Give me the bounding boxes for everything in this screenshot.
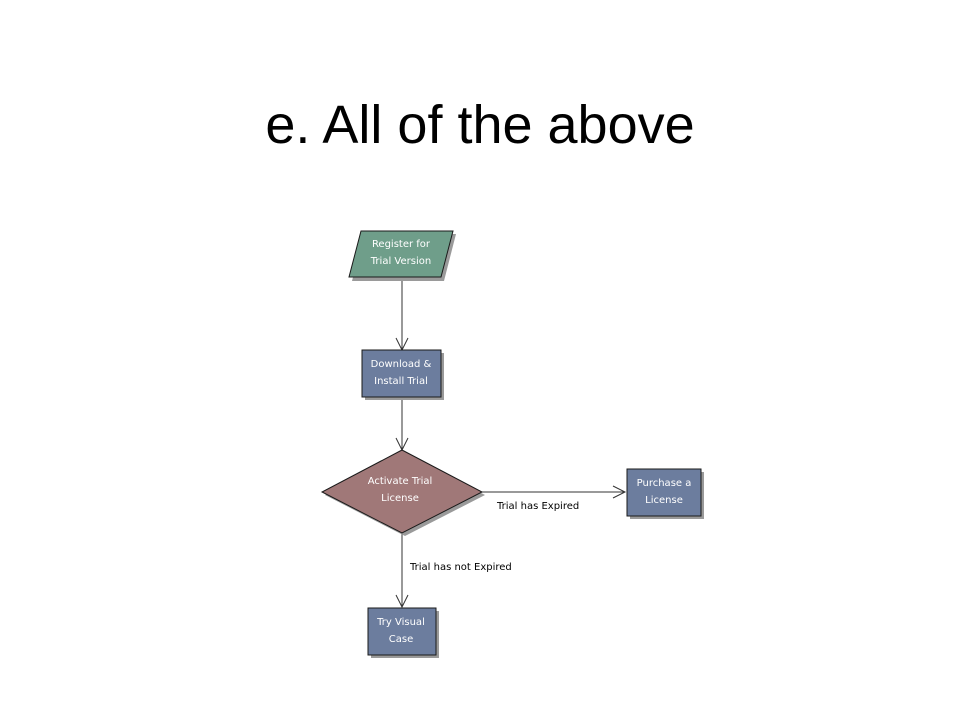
node-try-line2: Case	[389, 634, 413, 645]
node-purchase: Purchase a License	[626, 468, 704, 519]
node-purchase-shape	[626, 468, 702, 517]
node-register-line2: Trial Version	[370, 256, 431, 267]
node-purchase-line2: License	[645, 495, 683, 506]
slide-title: e. All of the above	[265, 95, 695, 155]
node-activate-shape	[320, 449, 484, 534]
node-activate-line1: Activate Trial	[368, 476, 433, 487]
node-try: Try Visual Case	[367, 607, 439, 658]
node-download-shape	[361, 349, 442, 398]
node-try-line1: Try Visual	[376, 617, 425, 628]
arrowhead-purchase	[612, 485, 627, 499]
node-activate: Activate Trial License	[320, 449, 485, 536]
node-purchase-line1: Purchase a	[637, 478, 692, 489]
connectors	[395, 277, 627, 609]
node-register: Register for Trial Version	[348, 230, 456, 281]
node-download-line2: Install Trial	[374, 376, 428, 387]
node-download-line1: Download &	[371, 359, 432, 370]
node-try-shape	[367, 607, 437, 656]
node-activate-line2: License	[381, 493, 419, 504]
edge-label-expired: Trial has Expired	[496, 501, 579, 512]
arrowhead-try	[395, 594, 409, 609]
node-register-line1: Register for	[372, 239, 431, 250]
edge-label-not-expired: Trial has not Expired	[409, 562, 512, 573]
node-download: Download & Install Trial	[361, 349, 444, 400]
node-register-shape	[348, 230, 454, 278]
